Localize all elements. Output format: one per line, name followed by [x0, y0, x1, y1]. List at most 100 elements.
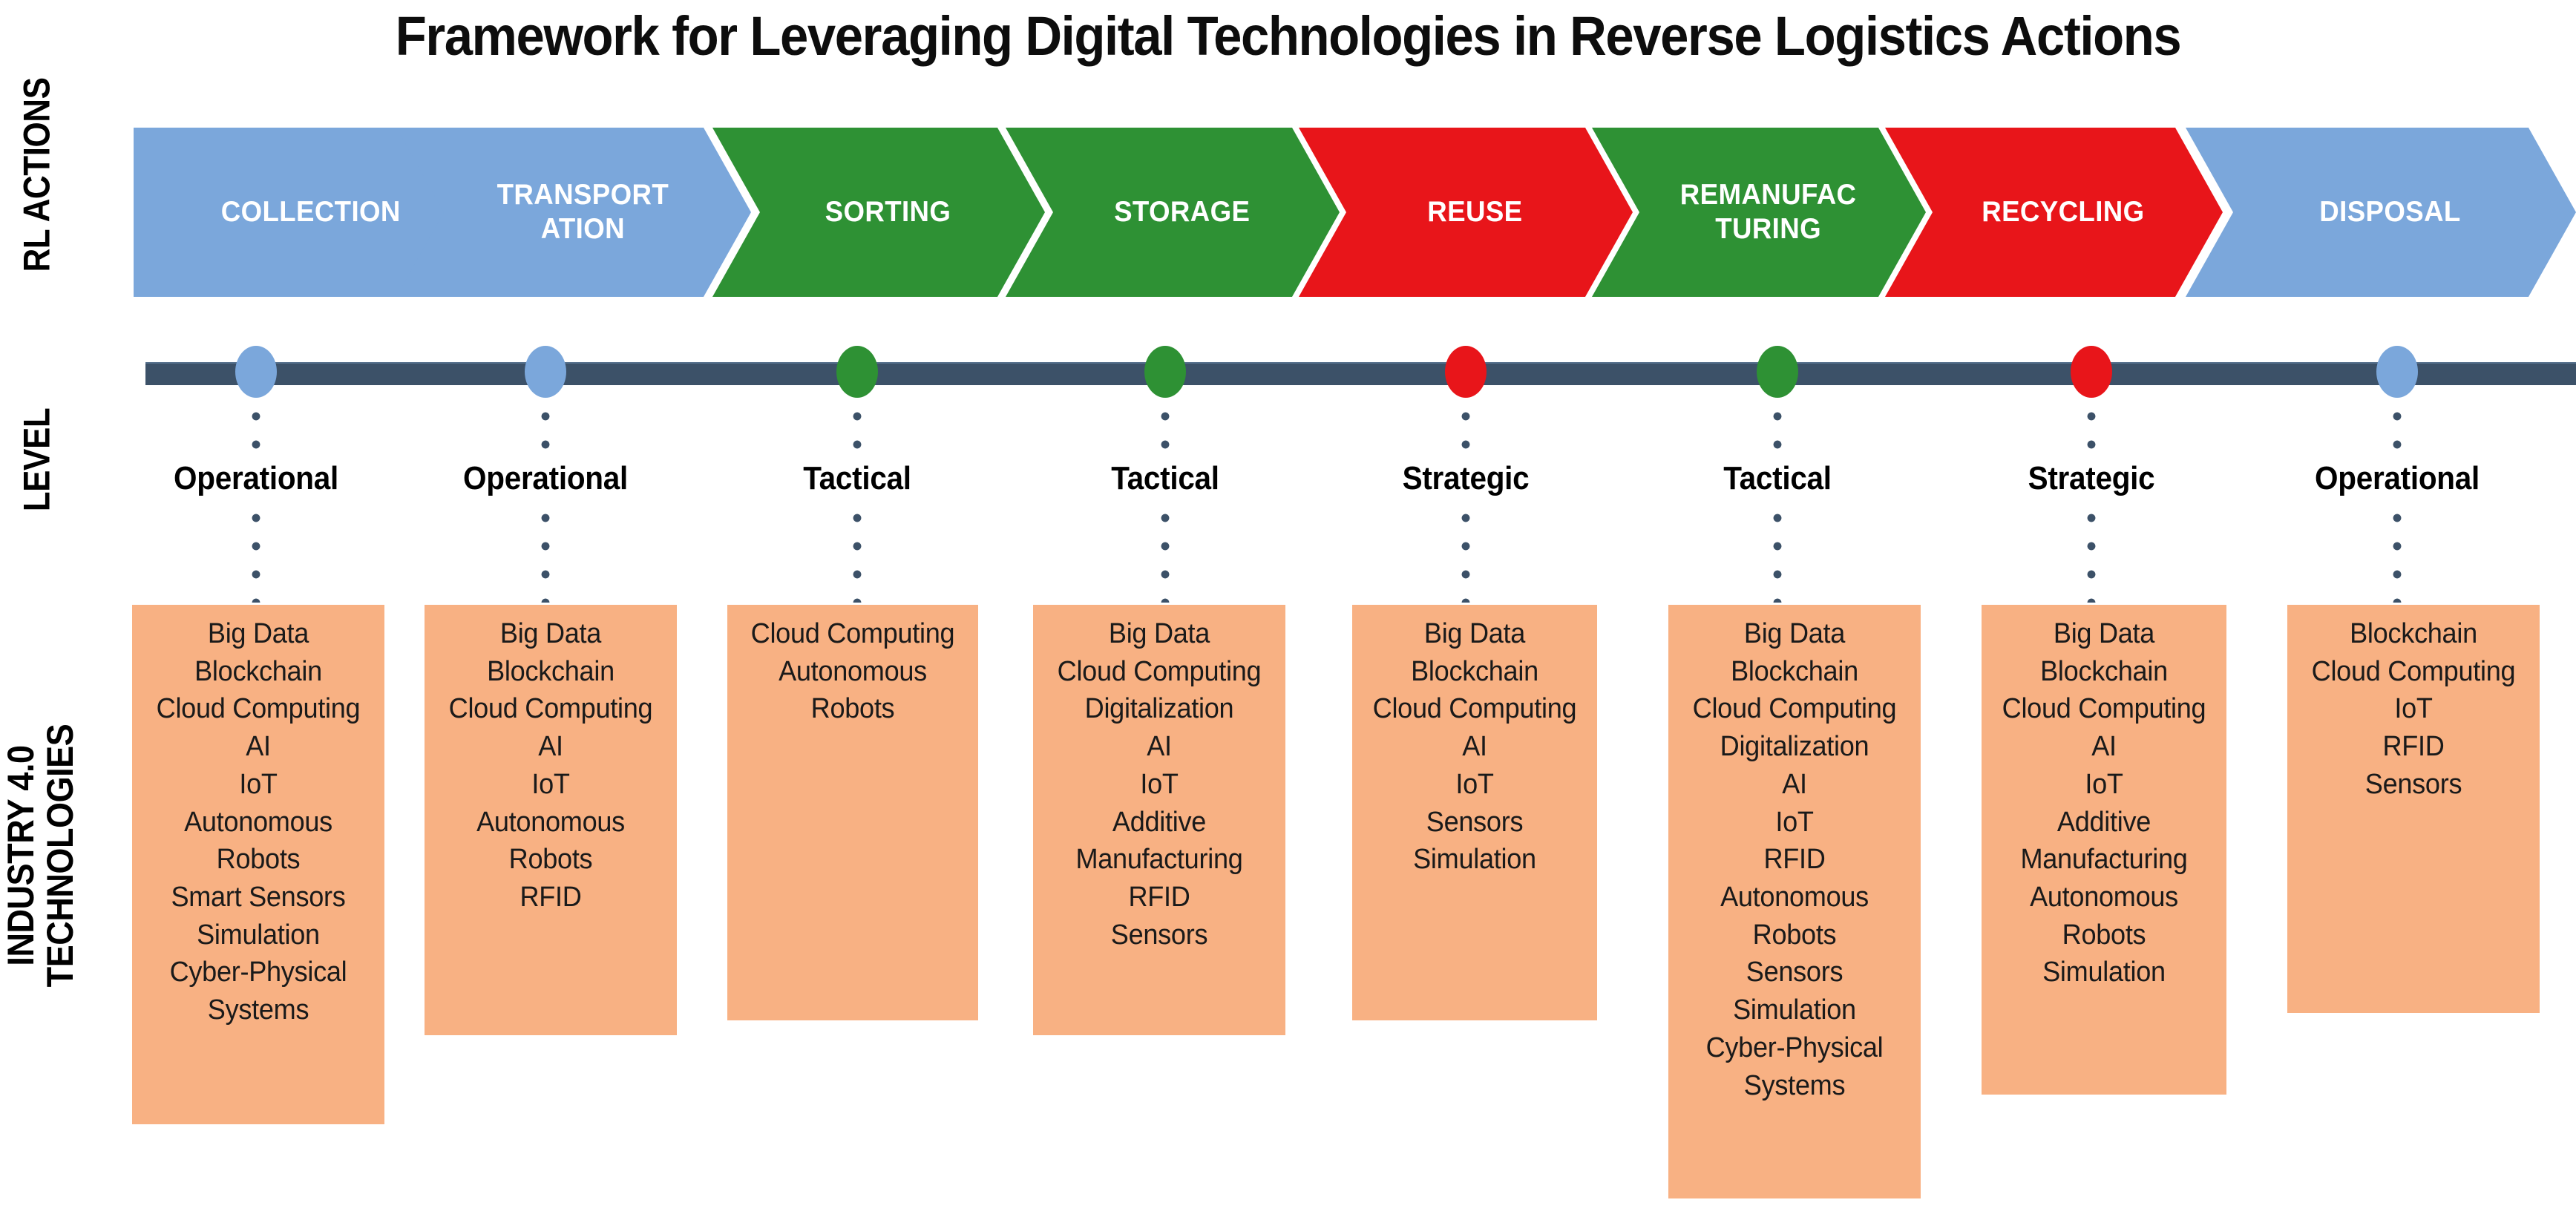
dotted-connector-lower: [252, 514, 260, 603]
technology-item: Big Data: [1743, 618, 1846, 649]
page-title: Framework for Leveraging Digital Technol…: [395, 5, 2182, 67]
technology-item: Big Data: [207, 618, 309, 649]
rl-action-chevron-remanufacturing[interactable]: REMANUFAC TURING: [1592, 128, 1926, 297]
technology-item: AI: [1782, 768, 1807, 800]
dotted-connector-upper: [1773, 412, 1782, 458]
dotted-connector-upper: [2087, 412, 2096, 458]
dotted-connector-upper: [853, 412, 862, 458]
technology-item: Cloud Computing: [448, 693, 653, 725]
timeline-dot[interactable]: [1757, 346, 1798, 398]
technology-item: Cloud Computing: [1372, 693, 1577, 725]
chevron-label: STORAGE: [1113, 195, 1250, 228]
rl-action-chevron-transportation[interactable]: TRANSPORT ATION: [396, 128, 751, 297]
timeline-dot[interactable]: [235, 346, 277, 398]
technology-item: Blockchain: [194, 655, 322, 687]
technology-item: Simulation: [1733, 994, 1856, 1026]
technology-item: AI: [246, 731, 271, 763]
timeline-dot[interactable]: [1144, 346, 1186, 398]
rl-action-chevron-recycling[interactable]: RECYCLING: [1885, 128, 2223, 297]
technology-item: IoT: [531, 768, 570, 800]
dotted-connector-upper: [1161, 412, 1170, 458]
chevron-shape: [1299, 128, 1633, 297]
level-label: Tactical: [803, 460, 911, 496]
technology-item: Cloud Computing: [750, 618, 955, 649]
chevron-shape: [1885, 128, 2223, 297]
timeline-dot[interactable]: [2376, 346, 2418, 398]
technology-item: AI: [538, 731, 563, 763]
technology-item: Blockchain: [1731, 655, 1858, 687]
chevron-shape: [712, 128, 1045, 297]
technology-item: Big Data: [2053, 618, 2155, 649]
technology-item: Cloud Computing: [1057, 655, 1262, 687]
technology-item: Cyber-Physical Systems: [1705, 1032, 1884, 1101]
chevron-label: DISPOSAL: [2319, 195, 2461, 228]
dotted-connector-lower: [1773, 514, 1782, 603]
technology-item: IoT: [1455, 768, 1494, 800]
rl-action-chevron-collection[interactable]: COLLECTION: [134, 128, 488, 297]
chevron-label: SORTING: [825, 195, 951, 228]
dotted-connector-lower: [2393, 514, 2402, 603]
dotted-connector-lower: [853, 514, 862, 603]
technology-item: RFID: [1128, 882, 1190, 914]
level-label: Tactical: [1723, 460, 1832, 496]
timeline-dot[interactable]: [2071, 346, 2112, 398]
technology-item: IoT: [2085, 768, 2123, 800]
technology-item: AI: [1147, 731, 1172, 763]
dotted-connector-lower: [1461, 514, 1470, 603]
chevron-label: TRANSPORT ATION: [496, 178, 669, 245]
timeline-dot[interactable]: [525, 346, 566, 398]
technology-item: Autonomous Robots: [779, 655, 927, 725]
level-label: Operational: [174, 460, 338, 496]
technology-item: Smart Sensors: [171, 882, 346, 914]
technology-item: Autonomous Robots: [476, 806, 625, 876]
technology-item: AI: [2091, 731, 2117, 763]
chevron-label: RECYCLING: [1982, 195, 2145, 228]
level-label: Strategic: [2028, 460, 2155, 496]
rl-action-chevron-reuse[interactable]: REUSE: [1299, 128, 1633, 297]
technology-item: Sensors: [2364, 768, 2462, 800]
level-label: Operational: [2315, 460, 2480, 496]
technology-item: Autonomous Robots: [184, 806, 332, 876]
technology-item: AI: [1462, 731, 1487, 763]
timeline-dot[interactable]: [836, 346, 878, 398]
chevron-shape: [1592, 128, 1926, 297]
technology-item: Simulation: [2042, 957, 2166, 988]
dotted-connector-upper: [1461, 412, 1470, 458]
technology-item: Simulation: [1413, 844, 1536, 876]
technology-item: Blockchain: [2350, 618, 2477, 649]
technology-item: Cloud Computing: [156, 693, 361, 725]
level-timeline-bar: [145, 362, 2576, 385]
timeline-dot[interactable]: [1445, 346, 1487, 398]
technology-item: Additive Manufacturing: [2020, 806, 2188, 876]
technology-item: Big Data: [1108, 618, 1210, 649]
technology-item: Blockchain: [2040, 655, 2168, 687]
technology-item: Big Data: [499, 618, 602, 649]
technology-item: IoT: [239, 768, 278, 800]
chevron-shape: [2186, 128, 2576, 297]
technology-item: Autonomous Robots: [1720, 882, 1869, 951]
technology-item: IoT: [1775, 806, 1814, 838]
technology-item: Digitalization: [1720, 731, 1869, 763]
chevron-label: REMANUFAC TURING: [1679, 178, 1857, 245]
technology-item: Autonomous Robots: [2030, 882, 2178, 951]
rl-action-chevron-disposal[interactable]: DISPOSAL: [2186, 128, 2576, 297]
row-label-tech-line1: INDUSTRY 4.0: [0, 745, 42, 966]
rl-action-chevron-storage[interactable]: STORAGE: [1006, 128, 1340, 297]
technology-item: Big Data: [1423, 618, 1526, 649]
technology-item: Additive Manufacturing: [1075, 806, 1243, 876]
technology-item: Simulation: [197, 919, 320, 951]
rl-action-chevron-sorting[interactable]: SORTING: [712, 128, 1045, 297]
technology-item: RFID: [520, 882, 582, 914]
chevron-shape: [1006, 128, 1340, 297]
chevron-shape: [134, 128, 488, 297]
